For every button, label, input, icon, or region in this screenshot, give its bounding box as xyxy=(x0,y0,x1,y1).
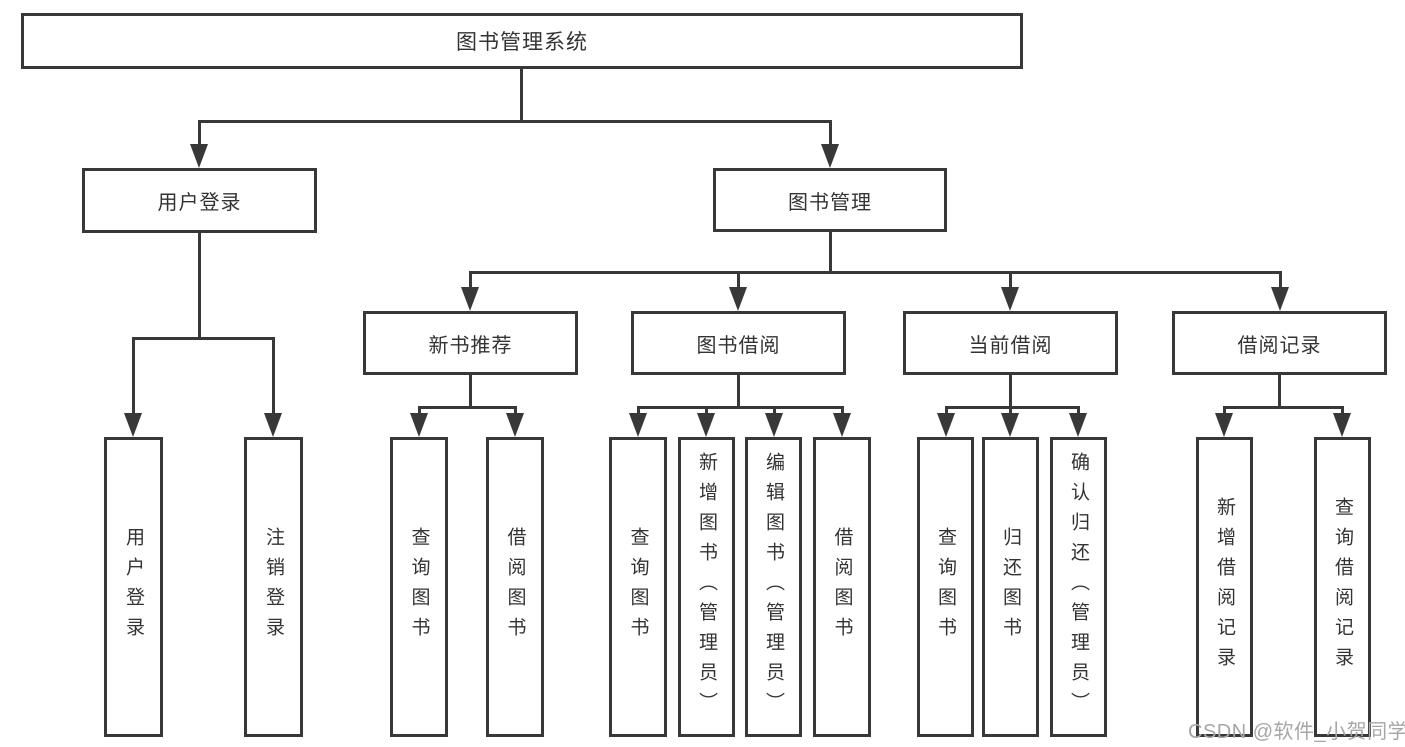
leaf-borrow-book-1-label: 借阅图书 xyxy=(504,527,526,647)
leaf-add-borrow-record: 新增借阅记录 xyxy=(1196,437,1253,737)
connector-vline xyxy=(737,271,740,290)
connector-vline xyxy=(418,406,421,416)
arrow-down-icon xyxy=(190,144,208,168)
connector-vline xyxy=(1278,375,1281,407)
arrow-down-icon xyxy=(697,413,715,437)
connector-vline xyxy=(773,406,776,416)
arrow-down-icon xyxy=(1333,413,1351,437)
node-user-login-label: 用户登录 xyxy=(157,192,242,214)
connector-hline xyxy=(945,406,1080,409)
arrow-down-icon xyxy=(833,413,851,437)
arrow-down-icon xyxy=(461,287,479,311)
arrow-down-icon xyxy=(124,413,142,437)
node-book-management-label: 图书管理 xyxy=(788,191,872,214)
connector-vline xyxy=(132,337,135,416)
connector-vline xyxy=(637,406,640,416)
leaf-user-login-label: 用户登录 xyxy=(123,527,144,647)
connector-hline xyxy=(418,406,517,409)
leaf-query-borrow-record-label: 查询借阅记录 xyxy=(1332,497,1353,677)
arrow-down-icon xyxy=(765,413,783,437)
connector-vline xyxy=(1009,406,1012,416)
leaf-query-borrow-record: 查询借阅记录 xyxy=(1314,437,1371,737)
leaf-query-book-3-label: 查询图书 xyxy=(935,527,956,647)
leaf-add-book-admin-label: 新增图书（管理员） xyxy=(696,452,717,722)
connector-vline xyxy=(520,69,523,121)
node-new-book-recommend-label: 新书推荐 xyxy=(428,334,513,357)
node-root: 图书管理系统 xyxy=(21,13,1023,69)
leaf-edit-book-admin: 编辑图书（管理员） xyxy=(745,437,802,737)
connector-vline xyxy=(198,233,201,338)
node-current-borrow: 当前借阅 xyxy=(903,311,1118,375)
node-borrow-records-label: 借阅记录 xyxy=(1237,334,1322,357)
connector-vline xyxy=(841,406,844,416)
node-borrow-records: 借阅记录 xyxy=(1172,311,1387,375)
arrow-down-icon xyxy=(937,413,955,437)
node-book-borrow: 图书借阅 xyxy=(631,311,846,375)
arrow-down-icon xyxy=(506,413,524,437)
connector-hline xyxy=(469,271,1282,274)
connector-vline xyxy=(829,232,832,272)
connector-vline xyxy=(737,375,740,407)
leaf-query-book-1: 查询图书 xyxy=(390,437,448,737)
connector-vline xyxy=(1279,271,1282,290)
connector-hline xyxy=(1223,406,1344,409)
connector-vline xyxy=(829,120,832,147)
leaf-borrow-book-2: 借阅图书 xyxy=(813,437,871,737)
connector-vline xyxy=(1077,406,1080,416)
leaf-logout: 注销登录 xyxy=(244,437,303,737)
connector-vline xyxy=(272,337,275,416)
arrow-down-icon xyxy=(629,413,647,437)
arrow-down-icon xyxy=(729,287,747,311)
arrow-down-icon xyxy=(1069,413,1087,437)
leaf-query-book-3: 查询图书 xyxy=(917,437,974,737)
leaf-return-book-label: 归还图书 xyxy=(1000,527,1021,647)
leaf-confirm-return-admin-label: 确认归还（管理员） xyxy=(1068,452,1089,722)
arrow-down-icon xyxy=(410,413,428,437)
connector-hline xyxy=(637,406,844,409)
node-current-borrow-label: 当前借阅 xyxy=(968,334,1053,357)
leaf-add-book-admin: 新增图书（管理员） xyxy=(678,437,735,737)
connector-vline xyxy=(469,375,472,407)
connector-vline xyxy=(1341,406,1344,416)
watermark: CSDN @软件_小贺同学 xyxy=(1188,721,1405,743)
connector-vline xyxy=(1223,406,1226,416)
node-book-borrow-label: 图书借阅 xyxy=(696,334,781,357)
leaf-borrow-book-2-label: 借阅图书 xyxy=(831,527,853,647)
leaf-user-login: 用户登录 xyxy=(104,437,163,737)
arrow-down-icon xyxy=(1001,287,1019,311)
leaf-logout-label: 注销登录 xyxy=(263,527,284,647)
arrow-down-icon xyxy=(821,144,839,168)
connector-vline xyxy=(1009,271,1012,290)
connector-vline xyxy=(945,406,948,416)
leaf-borrow-book-1: 借阅图书 xyxy=(486,437,544,737)
arrow-down-icon xyxy=(1215,413,1233,437)
arrow-down-icon xyxy=(1271,287,1289,311)
leaf-add-borrow-record-label: 新增借阅记录 xyxy=(1214,497,1235,677)
leaf-query-book-1-label: 查询图书 xyxy=(408,527,430,647)
connector-vline xyxy=(469,271,472,290)
leaf-edit-book-admin-label: 编辑图书（管理员） xyxy=(763,452,784,722)
connector-hline xyxy=(198,120,832,123)
node-root-label: 图书管理系统 xyxy=(456,31,588,54)
leaf-query-book-2-label: 查询图书 xyxy=(627,527,649,647)
arrow-down-icon xyxy=(264,413,282,437)
node-new-book-recommend: 新书推荐 xyxy=(363,311,578,375)
arrow-down-icon xyxy=(1001,413,1019,437)
connector-vline xyxy=(514,406,517,416)
leaf-return-book: 归还图书 xyxy=(982,437,1039,737)
node-book-management: 图书管理 xyxy=(713,168,947,232)
connector-vline xyxy=(198,120,201,147)
node-user-login: 用户登录 xyxy=(82,168,317,233)
leaf-query-book-2: 查询图书 xyxy=(609,437,667,737)
connector-hline xyxy=(132,337,275,340)
connector-vline xyxy=(705,406,708,416)
leaf-confirm-return-admin: 确认归还（管理员） xyxy=(1050,437,1107,737)
connector-vline xyxy=(1009,375,1012,407)
